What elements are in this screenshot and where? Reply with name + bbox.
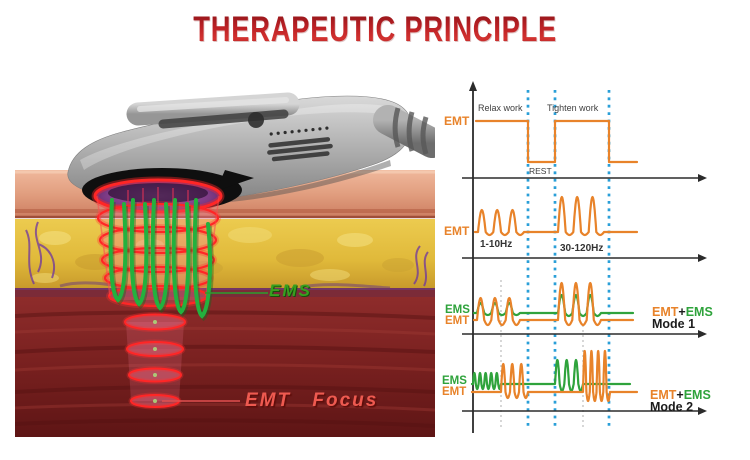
chart3-legend: EMT+EMS (652, 305, 713, 319)
page-title: THERAPEUTIC PRINCIPLE (0, 10, 750, 50)
gasket-fin (216, 170, 254, 191)
x-axis-3-arrow (698, 330, 707, 338)
focus-rings (122, 312, 188, 410)
emt-sine-wave (473, 195, 639, 237)
emt-focus-label: EMT Focus (245, 390, 379, 411)
chart3-legend-emt: EMT (652, 305, 679, 319)
tissue-cross-section (15, 170, 435, 437)
chart4-emt-label: EMT (442, 386, 467, 398)
waveform-canvas (462, 81, 707, 433)
chart4-legend-ems: EMS (683, 388, 711, 402)
chart4-legend-plus: + (676, 388, 684, 402)
muscle-layer (15, 297, 435, 437)
illustration-canvas (15, 92, 435, 437)
handle-highlight (137, 97, 289, 112)
vent-grille (267, 126, 333, 162)
chart3-legend-plus: + (678, 305, 686, 319)
chart1-tighten-label: Tighten work (547, 103, 599, 113)
gray-dotted-gridlines (500, 280, 584, 430)
handle-gap (158, 109, 289, 129)
cable-ribs (392, 107, 429, 155)
device-handle (126, 92, 300, 126)
chart1-rest-label: REST (529, 166, 552, 176)
chart2-freq2-label: 30-120Hz (560, 243, 604, 254)
chart4-mode-label: Mode 2 (650, 400, 694, 414)
y-axis-arrow (469, 81, 477, 91)
chart3-ems-label: EMS (445, 304, 470, 316)
page-title-text: THERAPEUTIC PRINCIPLE (193, 10, 557, 49)
chart4-legend: EMT+EMS (650, 388, 711, 402)
chart1-waves (474, 119, 639, 164)
chart1-y-label: EMT (444, 114, 470, 128)
handle-notch (248, 112, 264, 128)
chart3-waves (472, 281, 635, 327)
fat-layer (15, 219, 435, 288)
ems-label: EMS (269, 281, 312, 300)
face-stripes (127, 187, 189, 209)
device-illustration: EMS EMT Focus (15, 75, 435, 437)
muscle-highlights (15, 326, 435, 412)
applicator-face-rim (93, 178, 223, 214)
ems-coil (108, 198, 214, 322)
device-body-sheen (80, 104, 402, 170)
chart4-ems-label: EMS (442, 375, 467, 387)
chart2-y-label: EMT (444, 224, 470, 238)
chart1-relax-label: Relax work (478, 103, 523, 113)
x-axis-2-arrow (698, 254, 707, 262)
chart2-freq1-label: 1-10Hz (480, 239, 513, 250)
chart2-waves (473, 195, 639, 237)
ems-wave-mode2 (470, 358, 632, 393)
x-axis-4-arrow (698, 407, 707, 415)
x-axis-1-arrow (698, 174, 707, 182)
chart3-legend-ems: EMS (685, 305, 713, 319)
emt-square-wave (474, 119, 639, 164)
chart3-mode-label: Mode 1 (652, 317, 696, 331)
muscle-striations (15, 310, 435, 428)
emt-wave-mode1 (472, 281, 635, 327)
chart3-emt-label: EMT (445, 315, 470, 327)
chart4-legend-emt: EMT (650, 388, 677, 402)
fat-texture (31, 227, 414, 283)
emt-wave-mode2 (470, 349, 639, 403)
chart4-waves (470, 349, 639, 403)
